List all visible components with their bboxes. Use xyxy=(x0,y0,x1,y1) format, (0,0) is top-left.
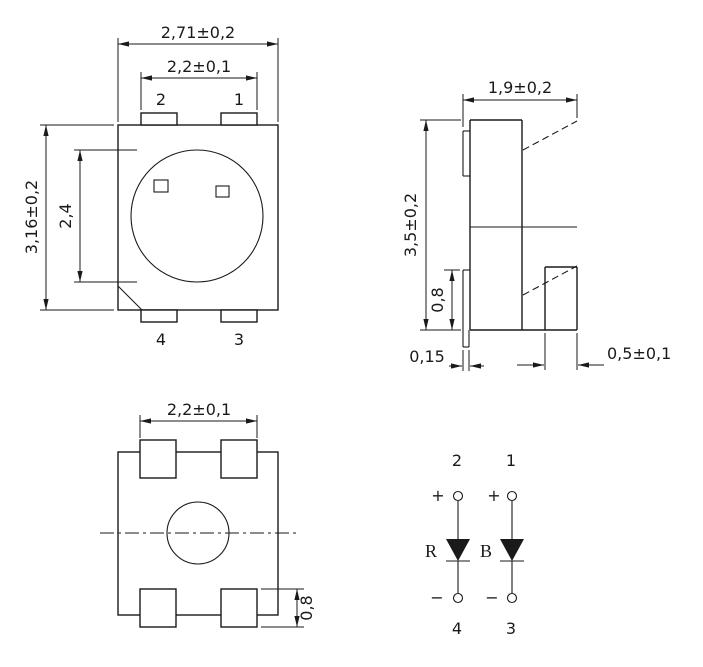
pin-3-label: 3 xyxy=(234,330,244,349)
cathode-minus-left: − xyxy=(430,588,443,607)
top-view: 2,71±0,2 2,2±0,1 2 1 3,16±0,2 2,4 4 3 xyxy=(22,23,279,349)
bottom-view: 2,2±0,1 0,8 xyxy=(100,400,316,628)
anode-plus-right: + xyxy=(487,486,500,505)
bottom-view-pad-1 xyxy=(220,439,258,479)
top-view-body-outline xyxy=(117,124,279,311)
dim-pad-span-label: 2,2±0,1 xyxy=(167,400,231,419)
dim-lens-label: 2,4 xyxy=(56,203,75,228)
pin-2-label: 2 xyxy=(452,451,462,470)
circuit-schematic: 2 1 + + R B − − 4 3 xyxy=(425,451,524,638)
side-view: 1,9±0,2 3,5±0,2 0,8 0,15 0,5±0,1 xyxy=(401,78,671,371)
cathode-minus-right: − xyxy=(485,588,498,607)
dim-lead-foot-label: 0,5±0,1 xyxy=(607,344,671,363)
dim-height-label: 3,5±0,2 xyxy=(401,193,420,257)
led-chip-left xyxy=(153,179,169,193)
diode-label-blue: B xyxy=(480,541,492,561)
dim-lead-height-label: 0,8 xyxy=(428,287,447,312)
pin-2-label: 2 xyxy=(156,90,166,109)
terminal-circle xyxy=(452,592,464,604)
pin-1-label: 1 xyxy=(234,90,244,109)
dim-overall-width-label: 2,71±0,2 xyxy=(161,23,235,42)
bottom-view-pad-2 xyxy=(139,439,177,479)
pin-1-label: 1 xyxy=(506,451,516,470)
top-view-pad-2 xyxy=(140,112,178,126)
dim-thickness-label: 1,9±0,2 xyxy=(488,78,552,97)
dim-pad-height-label: 0,8 xyxy=(297,595,316,620)
lens-circle xyxy=(130,149,264,283)
hidden-edge-dashed xyxy=(522,120,578,151)
terminal-circle xyxy=(506,592,518,604)
terminal-circle xyxy=(452,490,464,502)
diode-label-red: R xyxy=(425,541,437,561)
diode-triangle-blue xyxy=(500,539,524,561)
top-view-pad-1 xyxy=(220,112,258,126)
pin-4-label: 4 xyxy=(452,619,462,638)
dim-lead-thickness-label: 0,15 xyxy=(409,347,445,366)
hidden-edge-dashed xyxy=(522,265,578,296)
anode-plus-left: + xyxy=(431,486,444,505)
top-view-pad-4 xyxy=(140,309,178,323)
led-chip-right xyxy=(215,185,230,198)
bottom-view-pad-4 xyxy=(139,588,177,628)
dim-pad-span-label: 2,2±0,1 xyxy=(167,57,231,76)
pin-4-label: 4 xyxy=(156,330,166,349)
terminal-circle xyxy=(506,490,518,502)
diode-triangle-red xyxy=(446,539,470,561)
bottom-view-pad-3 xyxy=(220,588,258,628)
pin-3-label: 3 xyxy=(506,619,516,638)
dim-overall-height-label: 3,16±0,2 xyxy=(22,180,41,254)
cathode-chamfer-mark xyxy=(117,285,143,311)
thermal-pad-circle xyxy=(166,501,230,565)
top-view-pad-3 xyxy=(220,309,258,323)
bottom-view-body-outline xyxy=(117,451,279,616)
